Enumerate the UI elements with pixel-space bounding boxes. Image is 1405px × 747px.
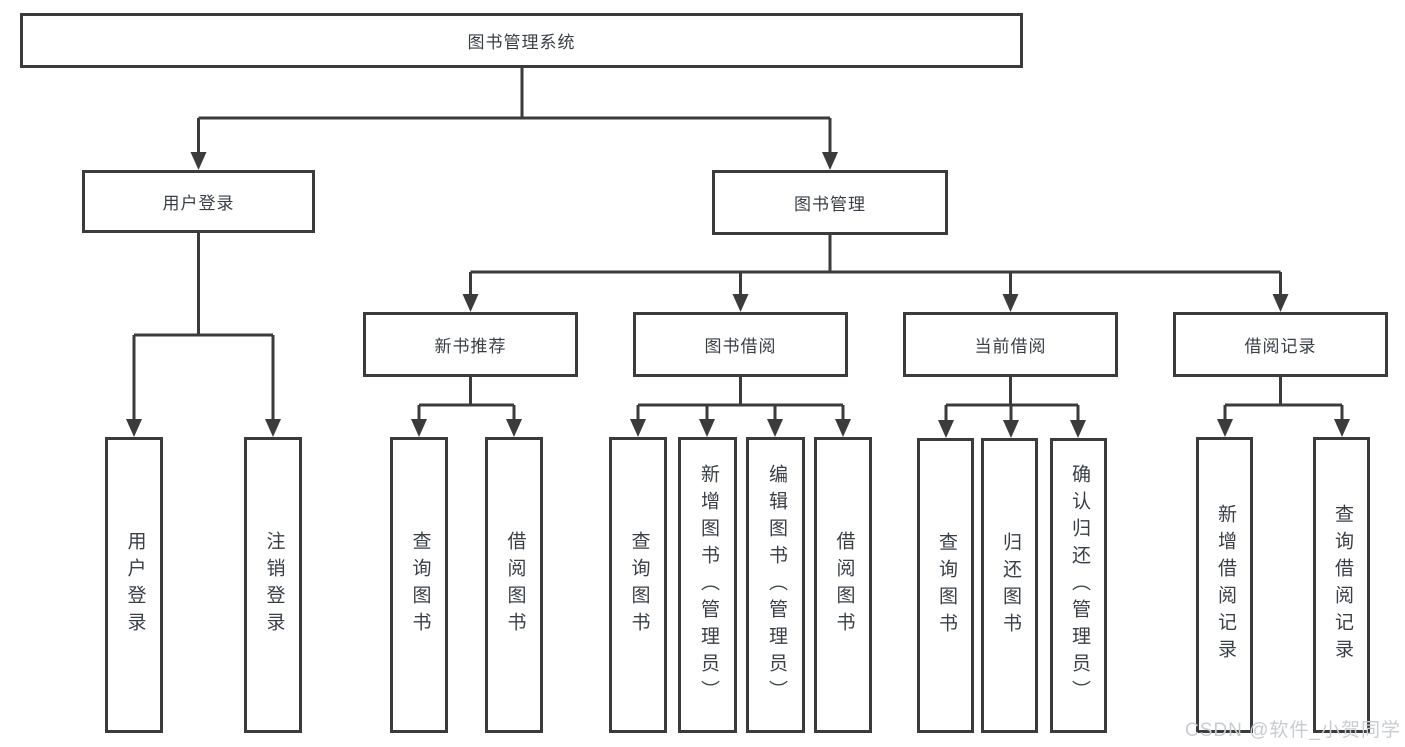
leaf-user-login-label: 用户登录 xyxy=(124,531,146,639)
leaf-records-add-record: 新增借阅记录 xyxy=(1196,437,1253,733)
arrowhead xyxy=(506,419,522,437)
arrowheads xyxy=(126,152,1350,438)
leaf-user-login: 用户登录 xyxy=(105,437,163,733)
leaf-logout: 注销登录 xyxy=(244,437,302,733)
leaf-current-return-books: 归还图书 xyxy=(981,438,1038,733)
leaf-records-query-record: 查询借阅记录 xyxy=(1313,437,1370,733)
connector-newbookrec-children xyxy=(417,377,516,420)
arrowhead xyxy=(1002,294,1019,312)
connector-borrowrecords-children xyxy=(1223,377,1344,420)
arrowhead xyxy=(1272,294,1289,312)
leaf-current-confirm-return-label: 确认归还（管理员） xyxy=(1068,464,1090,707)
arrowhead xyxy=(126,419,142,437)
leaf-records-query-record-label: 查询借阅记录 xyxy=(1331,504,1353,666)
leaf-logout-label: 注销登录 xyxy=(263,531,285,639)
leaf-borrow-add-books-label: 新增图书（管理员） xyxy=(697,463,719,707)
connector-bookborrow-children xyxy=(636,377,845,420)
node-root-label: 图书管理系统 xyxy=(467,33,576,52)
connector-currentborrow-children xyxy=(944,377,1080,421)
arrowhead xyxy=(835,419,851,437)
leaf-borrow-borrow-books: 借阅图书 xyxy=(814,437,872,733)
leaf-newbook-borrow-books: 借阅图书 xyxy=(485,437,543,733)
arrowhead xyxy=(938,420,954,438)
leaf-newbook-query-books-label: 查询图书 xyxy=(409,531,431,639)
arrowhead xyxy=(699,419,715,437)
arrowhead xyxy=(630,419,646,437)
leaf-borrow-query-books: 查询图书 xyxy=(609,437,667,733)
node-root: 图书管理系统 xyxy=(20,13,1023,68)
arrowhead xyxy=(462,294,479,312)
node-borrow-records-label: 借阅记录 xyxy=(1244,337,1317,356)
leaf-borrow-edit-books: 编辑图书（管理员） xyxy=(746,437,805,733)
node-new-book-recommend: 新书推荐 xyxy=(363,312,578,377)
node-book-management-label: 图书管理 xyxy=(794,195,866,214)
arrowhead xyxy=(767,419,783,437)
leaf-borrow-query-books-label: 查询图书 xyxy=(628,531,650,639)
leaf-current-confirm-return: 确认归还（管理员） xyxy=(1050,438,1107,733)
connector-root-to-level2 xyxy=(197,68,832,153)
node-user-login: 用户登录 xyxy=(82,170,315,233)
node-borrow-records: 借阅记录 xyxy=(1173,312,1388,377)
leaf-current-return-books-label: 归还图书 xyxy=(999,531,1021,640)
leaf-borrow-edit-books-label: 编辑图书（管理员） xyxy=(765,463,787,707)
arrowhead xyxy=(411,419,427,437)
leaf-borrow-add-books: 新增图书（管理员） xyxy=(678,437,737,733)
node-new-book-recommend-label: 新书推荐 xyxy=(434,337,507,356)
connector-userlogin-children xyxy=(132,233,275,420)
leaf-newbook-query-books: 查询图书 xyxy=(390,437,448,733)
arrowhead xyxy=(1003,420,1019,438)
arrowhead xyxy=(1334,419,1350,437)
arrowhead xyxy=(190,152,207,170)
node-book-borrow: 图书借阅 xyxy=(633,312,848,377)
leaf-current-query-books-label: 查询图书 xyxy=(935,531,957,640)
arrowhead xyxy=(1070,420,1086,438)
leaf-records-add-record-label: 新增借阅记录 xyxy=(1214,504,1236,666)
node-book-borrow-label: 图书借阅 xyxy=(704,337,777,356)
arrowhead xyxy=(1217,419,1233,437)
leaf-borrow-borrow-books-label: 借阅图书 xyxy=(833,531,855,639)
node-current-borrow-label: 当前借阅 xyxy=(974,337,1047,356)
leaf-newbook-borrow-books-label: 借阅图书 xyxy=(504,531,526,639)
arrowhead xyxy=(265,419,281,437)
node-user-login-label: 用户登录 xyxy=(162,194,235,213)
connector-bookmgmt-children xyxy=(469,235,1282,295)
arrowhead xyxy=(732,294,749,312)
arrowhead xyxy=(822,152,838,170)
node-current-borrow: 当前借阅 xyxy=(903,312,1118,377)
node-book-management: 图书管理 xyxy=(712,170,948,235)
csdn-watermark: CSDN @软件_小贺同学 xyxy=(1185,720,1401,741)
leaf-current-query-books: 查询图书 xyxy=(917,438,974,733)
